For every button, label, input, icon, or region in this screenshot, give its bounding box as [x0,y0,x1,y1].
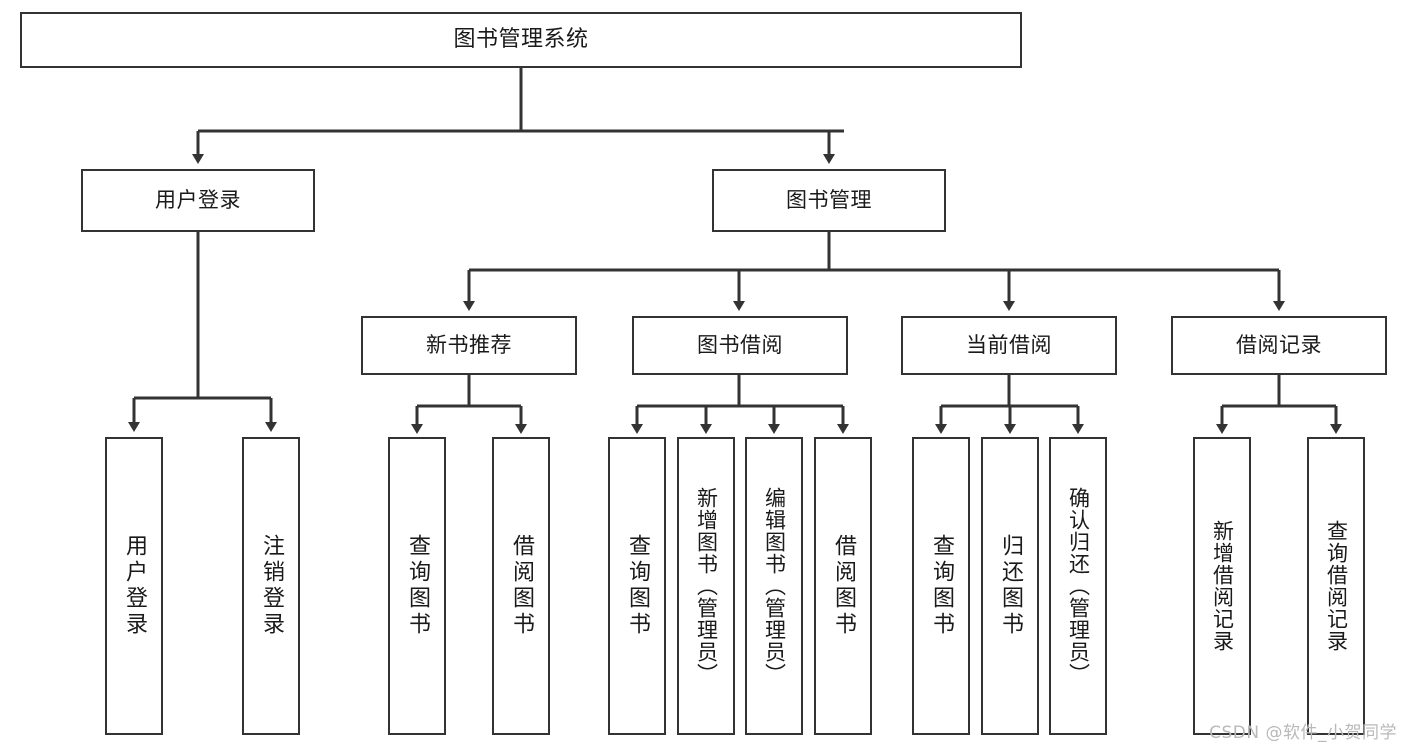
node-user-login[interactable]: 用户登录 [81,169,315,232]
leaf-borrow-book-2-label: 借阅图书 [831,534,856,638]
leaf-query-borrow-record-label: 查询借阅记录 [1324,520,1349,652]
leaf-query-book-2-label: 查询图书 [625,534,650,638]
leaf-add-borrow-record-label: 新增借阅记录 [1210,520,1235,652]
node-user-login-label: 用户登录 [155,188,241,213]
leaf-confirm-return-label: 确认归还（管理员） [1066,487,1091,685]
leaf-user-login[interactable]: 用户登录 [105,437,163,735]
node-book-borrow[interactable]: 图书借阅 [632,316,848,375]
node-new-book-recommend-label: 新书推荐 [426,333,512,358]
leaf-query-book-3[interactable]: 查询图书 [912,437,970,735]
node-current-borrow-label: 当前借阅 [966,333,1052,358]
node-new-book-recommend[interactable]: 新书推荐 [361,316,577,375]
leaf-edit-book[interactable]: 编辑图书（管理员） [745,437,803,735]
leaf-user-logout[interactable]: 注销登录 [242,437,300,735]
leaf-borrow-book-1[interactable]: 借阅图书 [492,437,550,735]
node-root-label: 图书管理系统 [453,27,589,53]
leaf-user-login-label: 用户登录 [122,534,147,638]
leaf-query-borrow-record[interactable]: 查询借阅记录 [1307,437,1365,735]
leaf-add-book[interactable]: 新增图书（管理员） [677,437,735,735]
node-root[interactable]: 图书管理系统 [20,12,1022,68]
watermark: CSDN @软件_小贺同学 [1209,723,1397,743]
node-book-borrow-label: 图书借阅 [697,333,783,358]
leaf-return-book[interactable]: 归还图书 [981,437,1039,735]
leaf-query-book-2[interactable]: 查询图书 [608,437,666,735]
leaf-query-book-3-label: 查询图书 [929,534,954,638]
node-borrow-record[interactable]: 借阅记录 [1171,316,1387,375]
leaf-query-book-1[interactable]: 查询图书 [388,437,446,735]
leaf-borrow-book-2[interactable]: 借阅图书 [814,437,872,735]
leaf-query-book-1-label: 查询图书 [405,534,430,638]
leaf-user-logout-label: 注销登录 [259,534,284,638]
leaf-return-book-label: 归还图书 [998,534,1023,638]
leaf-confirm-return[interactable]: 确认归还（管理员） [1049,437,1107,735]
node-current-borrow[interactable]: 当前借阅 [901,316,1117,375]
node-book-manage-label: 图书管理 [786,188,872,213]
leaf-edit-book-label: 编辑图书（管理员） [762,487,787,685]
node-book-manage[interactable]: 图书管理 [712,169,946,232]
leaf-add-borrow-record[interactable]: 新增借阅记录 [1193,437,1251,735]
node-borrow-record-label: 借阅记录 [1236,333,1322,358]
leaf-borrow-book-1-label: 借阅图书 [509,534,534,638]
leaf-add-book-label: 新增图书（管理员） [694,487,719,685]
